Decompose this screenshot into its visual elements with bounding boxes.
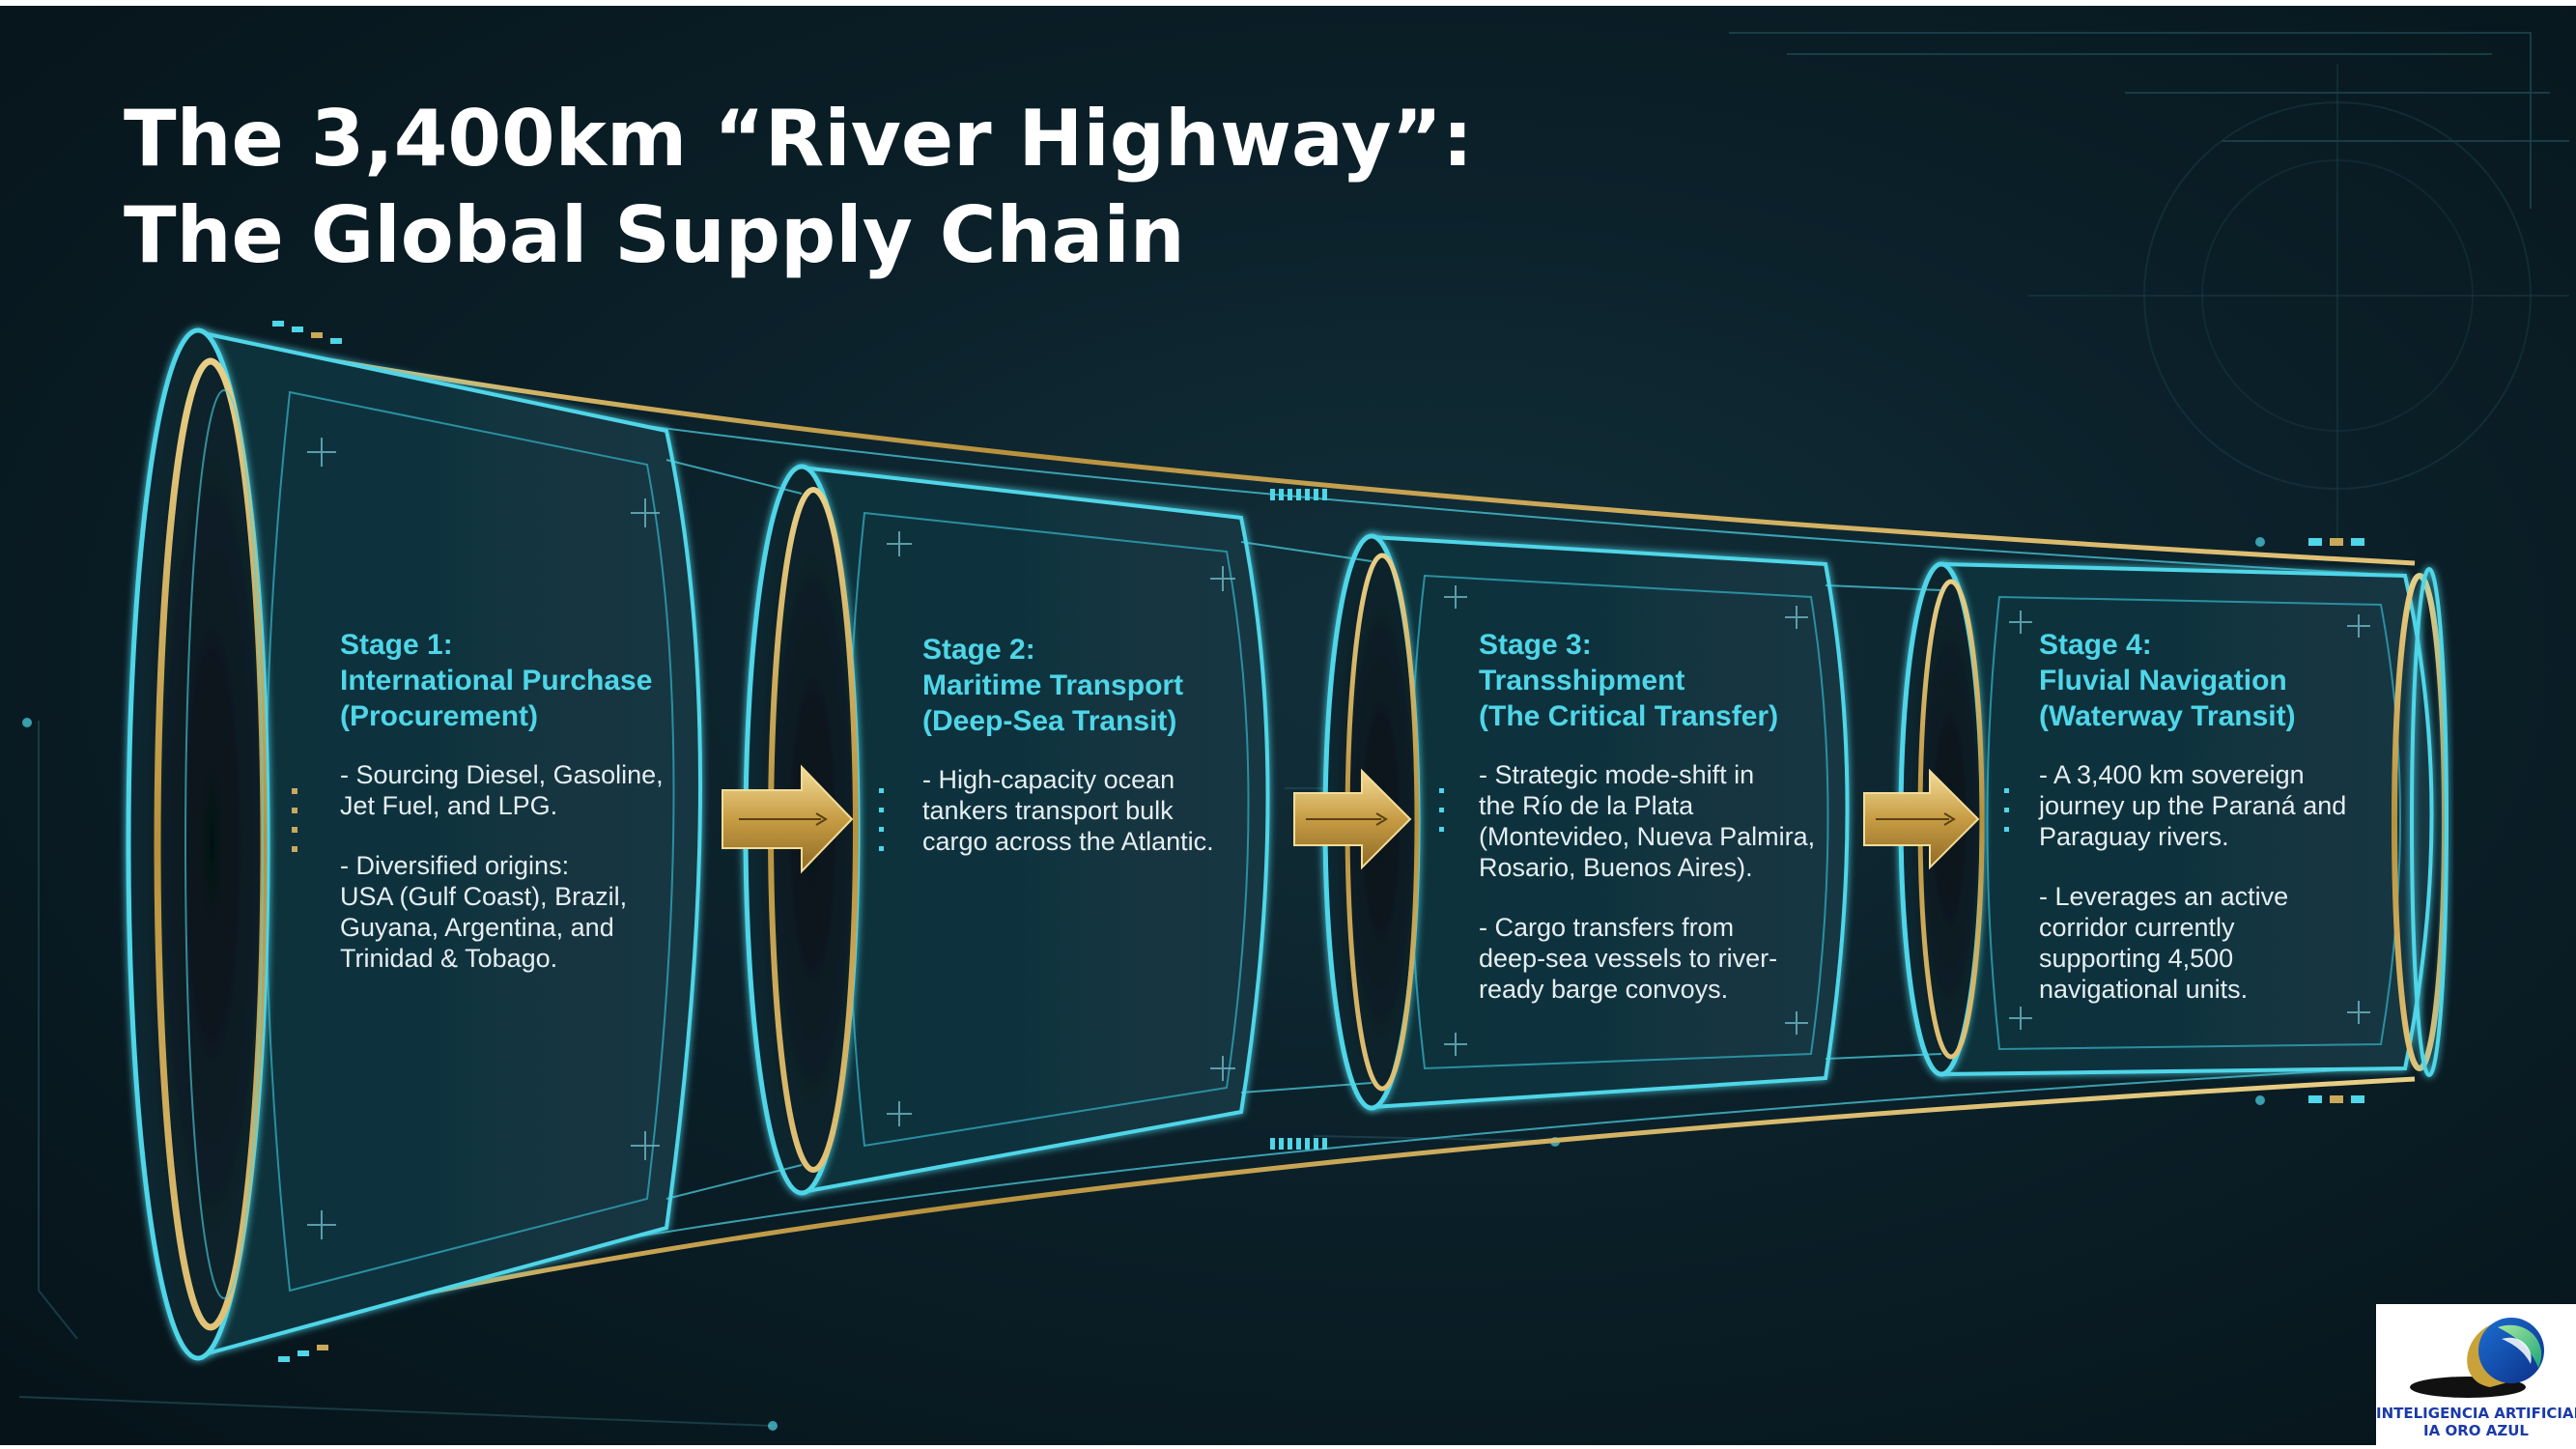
stage-2-heading-line: Stage 2:: [922, 634, 1035, 666]
stage-4-text-line: - A 3,400 km sovereign: [2039, 760, 2305, 789]
stage-3-text-line: (Montevideo, Nueva Palmira,: [1479, 822, 1816, 851]
connector-bands: [665, 459, 1942, 1200]
stage-1-text-line: - Sourcing Diesel, Gasoline,: [340, 760, 664, 789]
stage-1-text-line: Trinidad & Tobago.: [340, 944, 558, 973]
stage-4-heading-line: Fluvial Navigation: [2039, 665, 2287, 696]
stage-1-heading-line: (Procurement): [340, 700, 539, 732]
tick-clusters: [272, 321, 2364, 1362]
arrow-stage-3-to-4: [1863, 768, 1980, 870]
stage-4-text-line: navigational units.: [2039, 975, 2249, 1004]
tube-segment-2: [743, 464, 1270, 1196]
stage-4-text-line: Paraguay rivers.: [2039, 822, 2229, 851]
stage-2-heading: Stage 2: Maritime Transport (Deep-Sea Tr…: [922, 632, 1214, 739]
stage-3-paragraph-2: - Cargo transfers from deep-sea vessels …: [1479, 912, 1815, 1005]
stage-1-heading: Stage 1: International Purchase (Procure…: [340, 627, 664, 734]
stage-3-heading-line: Transshipment: [1479, 665, 1685, 696]
logo-text-line-2: IA ORO AZUL: [2423, 1422, 2529, 1439]
crosshair-marks: [307, 438, 2370, 1239]
stage-3-card: Stage 3: Transshipment (The Critical Tra…: [1479, 627, 1815, 1034]
stage-1-text-line: USA (Gulf Coast), Brazil,: [340, 882, 628, 911]
title-line-1: The 3,400km “River Highway”:: [124, 94, 1474, 184]
stage-1-text-line: Guyana, Argentina, and: [340, 913, 614, 942]
stage-1-text-line: - Diversified origins:: [340, 851, 570, 880]
stage-2-heading-line: Maritime Transport: [922, 669, 1184, 701]
stage-2-heading-line: (Deep-Sea Transit): [922, 705, 1177, 737]
infographic-canvas: The 3,400km “River Highway”: The Global …: [0, 6, 2576, 1445]
stage-3-paragraph-1: - Strategic mode-shift in the Río de la …: [1479, 759, 1815, 883]
gold-rails: [236, 341, 2416, 1337]
stage-3-heading-line: Stage 3:: [1479, 629, 1592, 661]
arrow-stage-1-to-2: [722, 764, 854, 874]
stage-4-paragraph-1: - A 3,400 km sovereign journey up the Pa…: [2039, 759, 2346, 852]
stage-3-heading: Stage 3: Transshipment (The Critical Tra…: [1479, 627, 1815, 734]
stage-4-card: Stage 4: Fluvial Navigation (Waterway Tr…: [2039, 627, 2346, 1034]
stage-1-heading-line: Stage 1:: [340, 629, 453, 661]
brand-logo: INTELIGENCIA ARTIFICIAL IA ORO AZUL: [2376, 1304, 2576, 1449]
stage-1-heading-line: International Purchase: [340, 665, 653, 696]
stage-4-heading-line: (Waterway Transit): [2039, 700, 2296, 732]
stage-2-paragraph-1: - High-capacity ocean tankers transport …: [922, 764, 1214, 857]
stage-3-text-line: the Río de la Plata: [1479, 791, 1694, 820]
stage-4-text-line: corridor currently: [2039, 913, 2235, 942]
stage-1-paragraph-2: - Diversified origins: USA (Gulf Coast),…: [340, 850, 664, 974]
tube-segment-3: [1322, 533, 1850, 1111]
logo-emblem-icon: [2410, 1318, 2544, 1398]
stage-2-text-line: - High-capacity ocean: [922, 765, 1175, 794]
tube-diagram: [18, 32, 2569, 1431]
stage-3-text-line: - Strategic mode-shift in: [1479, 760, 1755, 789]
stage-3-heading-line: (The Critical Transfer): [1479, 700, 1779, 732]
title-line-2: The Global Supply Chain: [124, 190, 1185, 280]
stage-4-heading-line: Stage 4:: [2039, 629, 2152, 661]
stage-2-text-line: cargo across the Atlantic.: [922, 827, 1214, 856]
stage-4-heading: Stage 4: Fluvial Navigation (Waterway Tr…: [2039, 627, 2346, 734]
stage-4-text-line: supporting 4,500: [2039, 944, 2234, 973]
stage-1-paragraph-1: - Sourcing Diesel, Gasoline, Jet Fuel, a…: [340, 759, 664, 821]
stage-2-text-line: tankers transport bulk: [922, 796, 1174, 825]
stage-4-paragraph-2: - Leverages an active corridor currently…: [2039, 881, 2346, 1005]
stage-4-text-line: journey up the Paraná and: [2039, 791, 2347, 820]
arrow-stage-2-to-3: [1293, 768, 1412, 870]
stage-3-text-line: ready barge convoys.: [1479, 975, 1729, 1004]
background-circuitry: [18, 32, 2569, 1427]
logo-text-line-1: INTELIGENCIA ARTIFICIAL: [2376, 1405, 2576, 1422]
stage-2-card: Stage 2: Maritime Transport (Deep-Sea Tr…: [922, 632, 1214, 886]
stage-1-card: Stage 1: International Purchase (Procure…: [340, 627, 664, 1003]
stage-3-text-line: - Cargo transfers from: [1479, 913, 1735, 942]
stage-3-text-line: deep-sea vessels to river-: [1479, 944, 1778, 973]
stage-4-text-line: - Leverages an active: [2039, 882, 2289, 911]
page-title: The 3,400km “River Highway”: The Global …: [124, 91, 1473, 284]
stage-3-text-line: Rosario, Buenos Aires).: [1479, 853, 1753, 882]
stage-1-text-line: Jet Fuel, and LPG.: [340, 791, 558, 820]
tube-segment-1: [126, 327, 702, 1361]
